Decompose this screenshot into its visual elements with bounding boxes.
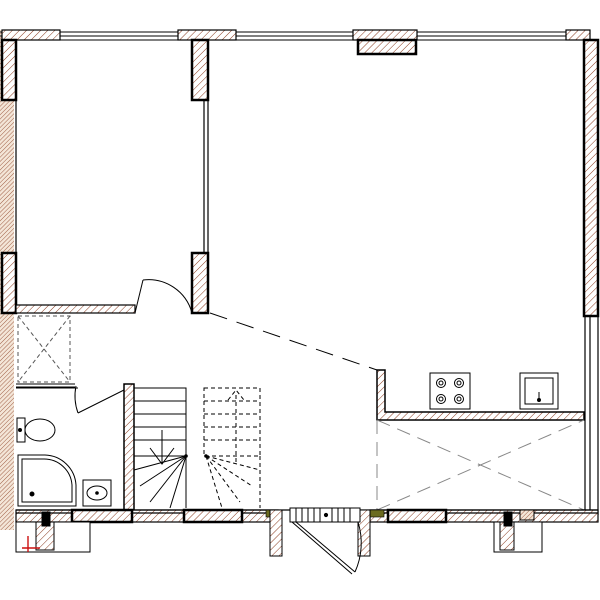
shower-tray-icon (17, 454, 77, 507)
top-facade-windows (0, 31, 590, 41)
toilet-icon (16, 417, 56, 443)
bedroom-door (134, 279, 193, 314)
wardrobe (17, 315, 71, 383)
kitchen-sink-icon (519, 372, 559, 410)
bay-right (493, 509, 543, 553)
bedroom-walls (0, 38, 210, 315)
top-wall-piers (1, 29, 591, 56)
bathroom-partition (123, 383, 135, 511)
stair-dots (184, 454, 208, 458)
washbasin-icon (82, 479, 112, 507)
right-wall (582, 38, 600, 318)
bedroom-partition-lines (15, 100, 209, 314)
living-room-dashed-line (209, 312, 378, 371)
wardrobe-doors (16, 383, 75, 388)
staircase (133, 387, 187, 509)
bottom-windows (70, 508, 448, 524)
bathroom-door (16, 385, 125, 414)
staircase-upper-dashed (203, 387, 261, 509)
right-wall-lower (584, 316, 599, 515)
red-marker-icon (22, 536, 40, 552)
entrance-door (269, 507, 371, 575)
kitchen-dashed-outline (376, 419, 585, 511)
stove-icon (429, 372, 471, 410)
